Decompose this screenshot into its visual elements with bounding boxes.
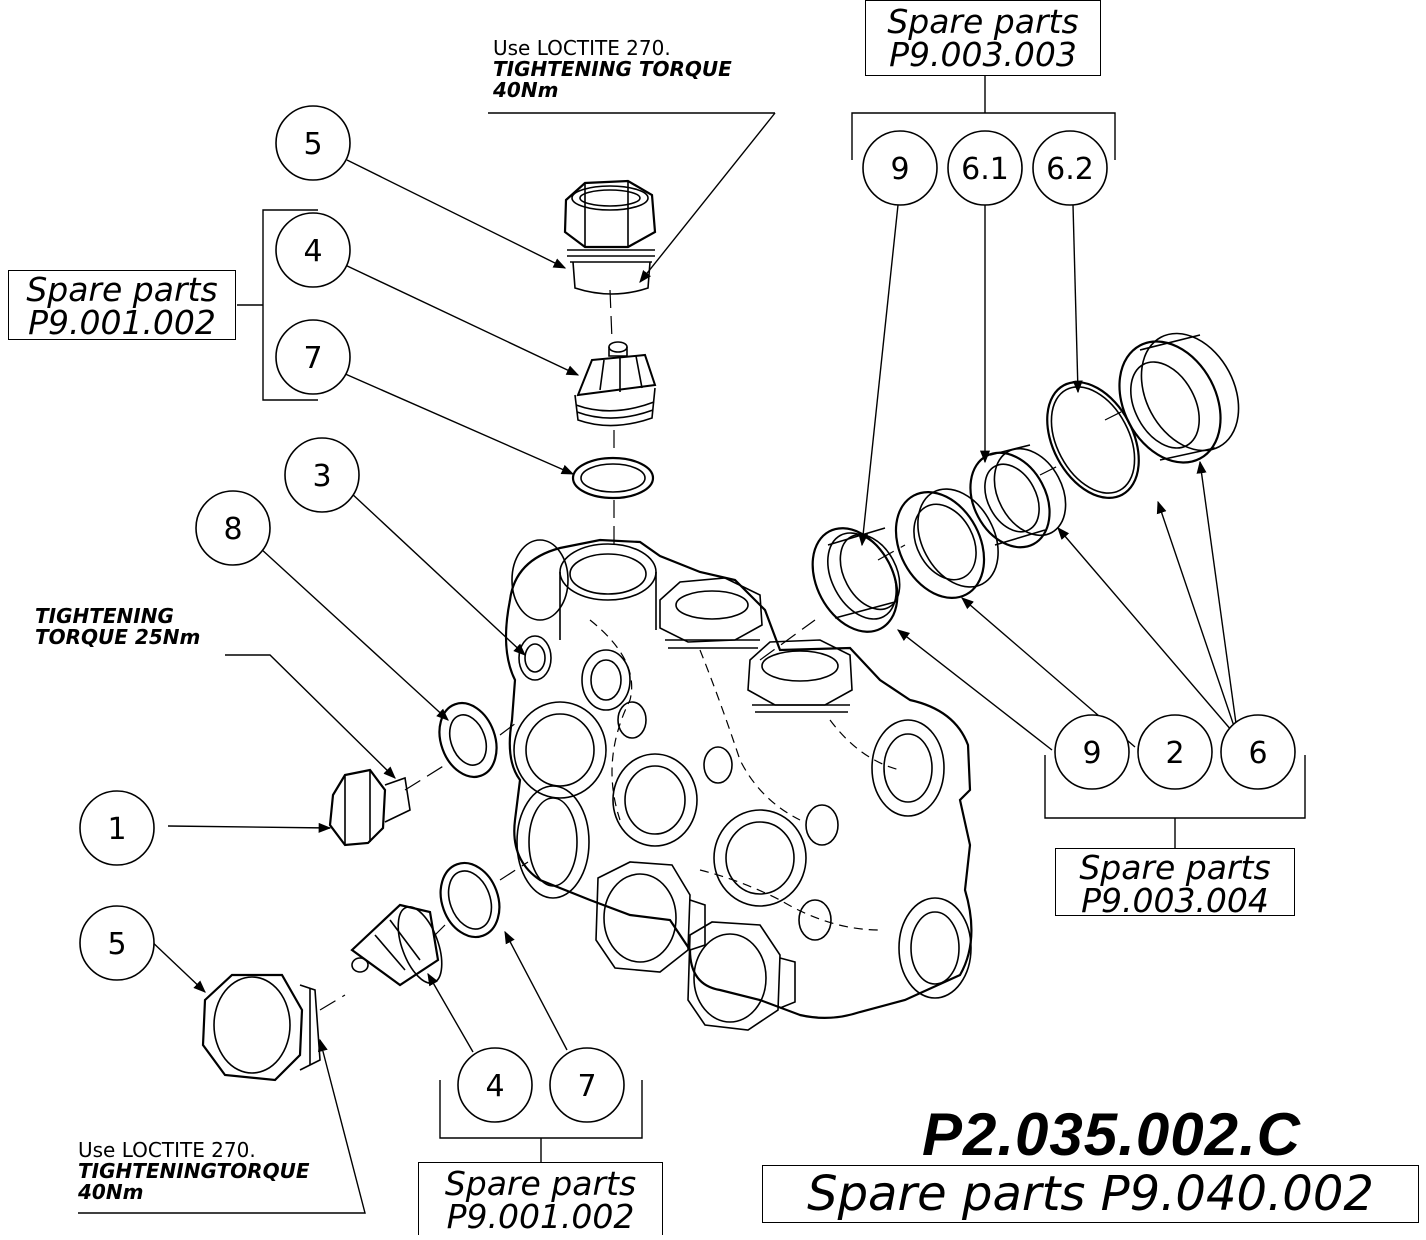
balloon-right-9a: 9 [862,130,938,206]
svg-text:7: 7 [303,341,322,376]
spare-parts-code: P9.001.002 [28,303,216,342]
valve-4-part [350,903,443,987]
balloon-right-6: 6 [1220,714,1296,790]
note-left-torque: TIGHTENING TORQUE 25Nm [35,606,200,648]
spare-parts-box-left: Spare parts P9.001.002 [8,270,236,340]
note-line: Use LOCTITE 270. [78,1138,256,1162]
note-torque-value: 40Nm [493,78,559,102]
balloon-bottom-7: 7 [549,1047,625,1123]
spare-parts-code: P9.003.004 [1081,881,1269,920]
oring-6-2-part [1046,381,1140,499]
balloon-8: 8 [195,490,271,566]
leader-lines [78,112,1239,1214]
note-torque: TIGHTENING TORQUE [493,57,732,81]
note-bottom-loctite: Use LOCTITE 270. TIGHTENINGTORQUE 40Nm [78,1140,309,1203]
top-plug-part [563,179,657,295]
note-torque-value: TORQUE 25Nm [35,625,201,649]
washer-8-part [438,702,498,778]
note-top-loctite: Use LOCTITE 270. TIGHTENING TORQUE 40Nm [493,38,732,101]
balloon-right-6-2: 6.2 [1032,130,1108,206]
spare-parts-box-bottom: Spare parts P9.001.002 [418,1162,663,1235]
svg-text:4: 4 [303,234,322,269]
balloon-top-5: 5 [275,105,351,181]
spare-parts-label: Spare parts [1079,848,1271,887]
spare-parts-label: Spare parts [26,270,218,309]
spare-parts-code: P9.001.002 [446,1197,635,1236]
top-oring-part [571,456,655,500]
svg-text:2: 2 [1165,736,1184,771]
note-line: Use LOCTITE 270. [493,36,671,60]
balloon-right-9b: 9 [1054,714,1130,790]
svg-text:6.1: 6.1 [961,152,1009,187]
note-torque: TIGHTENINGTORQUE [78,1159,310,1183]
balloon-top-7: 7 [275,319,351,395]
spare-parts-label: Spare parts [887,2,1079,41]
svg-text:9: 9 [1082,736,1101,771]
svg-text:4: 4 [485,1069,504,1104]
svg-text:7: 7 [577,1069,596,1104]
svg-text:5: 5 [107,927,126,962]
note-torque: TIGHTENING [35,604,174,628]
balloon-bottom-4: 4 [457,1047,533,1123]
top-valve-part [574,341,657,427]
seal-2-part [894,488,999,599]
manifold-body-part [504,538,973,1019]
kit-brackets [237,76,1306,1162]
balloon-right-2: 2 [1137,714,1213,790]
svg-text:3: 3 [312,459,331,494]
svg-text:6.2: 6.2 [1046,152,1094,187]
balloon-1: 1 [79,790,155,866]
plug-5-bottom-part [201,973,321,1082]
svg-text:9: 9 [890,152,909,187]
plug-1-part [328,768,411,847]
balloon-3: 3 [284,437,360,513]
note-torque-value: 40Nm [78,1180,144,1204]
svg-text:8: 8 [223,512,242,547]
balloon-right-6-1: 6.1 [947,130,1023,206]
spare-parts-box-top-right: Spare parts P9.003.003 [865,0,1101,76]
spare-parts-label: Spare parts [444,1164,637,1203]
washer-7-part [439,861,501,939]
svg-text:5: 5 [303,127,322,162]
svg-text:1: 1 [107,812,126,847]
seal-6-1-part [969,444,1067,549]
balloon-top-4: 4 [275,212,351,288]
svg-text:6: 6 [1248,736,1267,771]
centerlines [319,289,1126,1011]
drawing-code-title: P2.035.002.C [922,1101,1301,1168]
spare-parts-box-bottom-right: Spare parts P9.003.004 [1055,848,1295,920]
seal-9-part [811,527,901,633]
kit-label-box: Spare parts P9.040.002 [762,1165,1419,1223]
balloon-bottom-5: 5 [79,905,155,981]
sleeve-6-part [1118,332,1240,464]
spare-parts-code: P9.003.003 [889,35,1077,74]
